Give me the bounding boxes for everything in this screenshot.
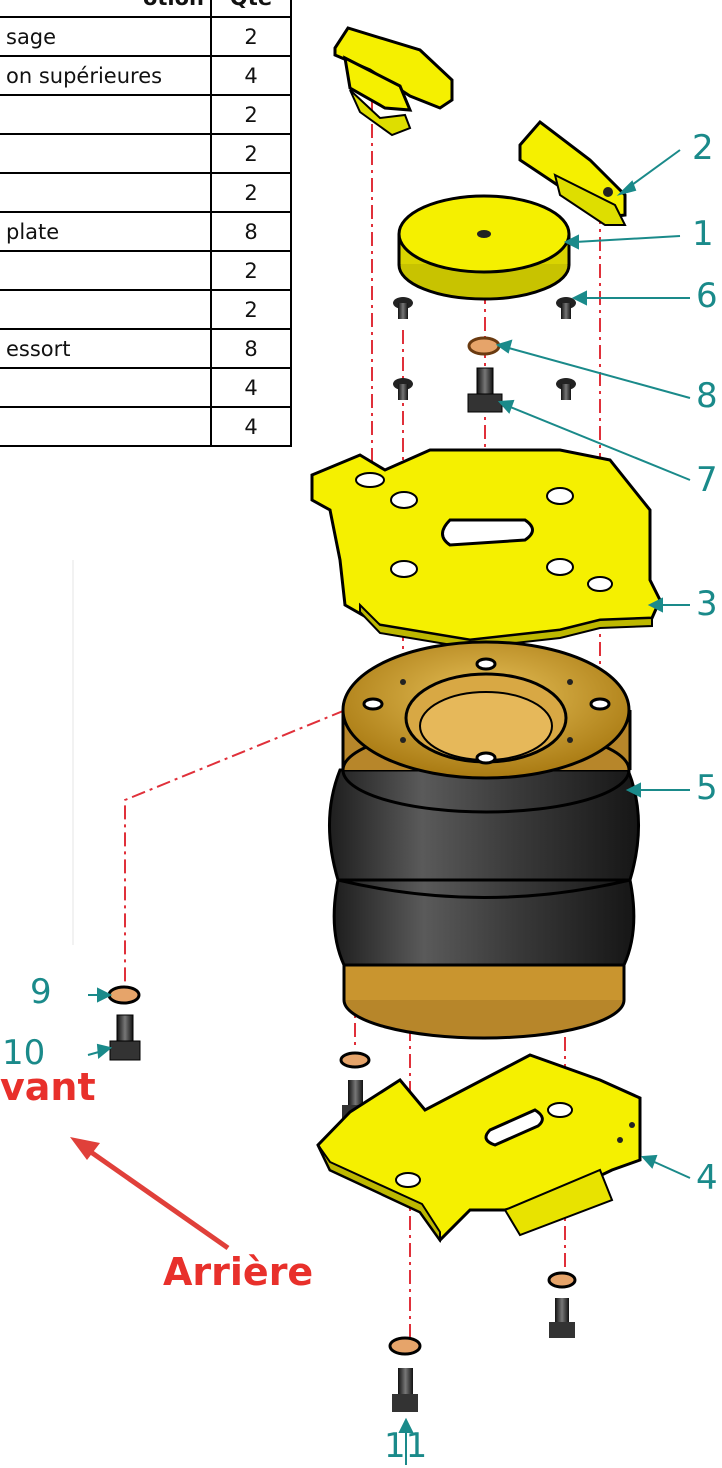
part-1-disc [397, 194, 571, 301]
callout-4: 4 [696, 1158, 718, 1198]
part-description [0, 94, 212, 135]
rear-label: Arrière [163, 1250, 314, 1294]
front-label: vant [0, 1065, 96, 1109]
callout-7: 7 [696, 460, 718, 500]
part-quantity: 2 [210, 172, 292, 213]
callout-5: 5 [696, 768, 718, 808]
table-row: 2 [0, 172, 292, 213]
callout-1: 1 [692, 214, 714, 254]
table-row: 4 [0, 367, 292, 408]
callout-2: 2 [692, 128, 714, 168]
callout-9: 9 [30, 972, 52, 1012]
part-description: sage [0, 16, 212, 57]
part-7-bolt [467, 367, 503, 413]
part-quantity: 4 [210, 406, 292, 447]
part-4-lower-bracket [316, 1053, 642, 1244]
part-quantity: 2 [210, 133, 292, 174]
table-row: 2 [0, 250, 292, 291]
callout-11: 11 [384, 1426, 428, 1466]
part-description: on supérieures [0, 55, 212, 96]
table-row: 2 [0, 94, 292, 135]
part-6-screws [393, 297, 576, 400]
part-description [0, 133, 212, 174]
part-quantity: 2 [210, 289, 292, 330]
part-quantity: 2 [210, 94, 292, 135]
part-quantity: 4 [210, 55, 292, 96]
callout-6: 6 [696, 276, 718, 316]
description-header: otion [0, 0, 212, 18]
part-description [0, 367, 212, 408]
callout-3: 3 [696, 584, 718, 624]
part-description: essort [0, 328, 212, 369]
part-quantity: 2 [210, 16, 292, 57]
part-description [0, 406, 212, 447]
quantity-header: Qté [210, 0, 292, 18]
part-2-bracket-left [333, 26, 454, 137]
part-10-bolt [109, 1014, 141, 1061]
lower-right-bolt [547, 1271, 577, 1338]
part-description [0, 289, 212, 330]
part-8-washer [467, 336, 501, 356]
part-9-washer [107, 985, 141, 1005]
callout-10: 10 [2, 1033, 46, 1073]
part-2-bracket-right [518, 119, 627, 226]
part-description: plate [0, 211, 212, 252]
part-quantity: 8 [210, 328, 292, 369]
part-quantity: 8 [210, 211, 292, 252]
part-5-air-spring [327, 640, 641, 1040]
part-quantity: 2 [210, 250, 292, 291]
part-description [0, 250, 212, 291]
part-quantity: 4 [210, 367, 292, 408]
callout-8: 8 [696, 376, 718, 416]
part-description [0, 172, 212, 213]
part-3-plate [310, 448, 662, 650]
leader-lines [87, 149, 691, 1465]
table-row: 4 [0, 406, 292, 447]
part-11-bolt [388, 1336, 422, 1412]
table-header-row: otion Qté [0, 0, 292, 18]
table-row: 2 [0, 133, 292, 174]
direction-arrow [70, 1137, 230, 1251]
table-row: 2 [0, 289, 292, 330]
